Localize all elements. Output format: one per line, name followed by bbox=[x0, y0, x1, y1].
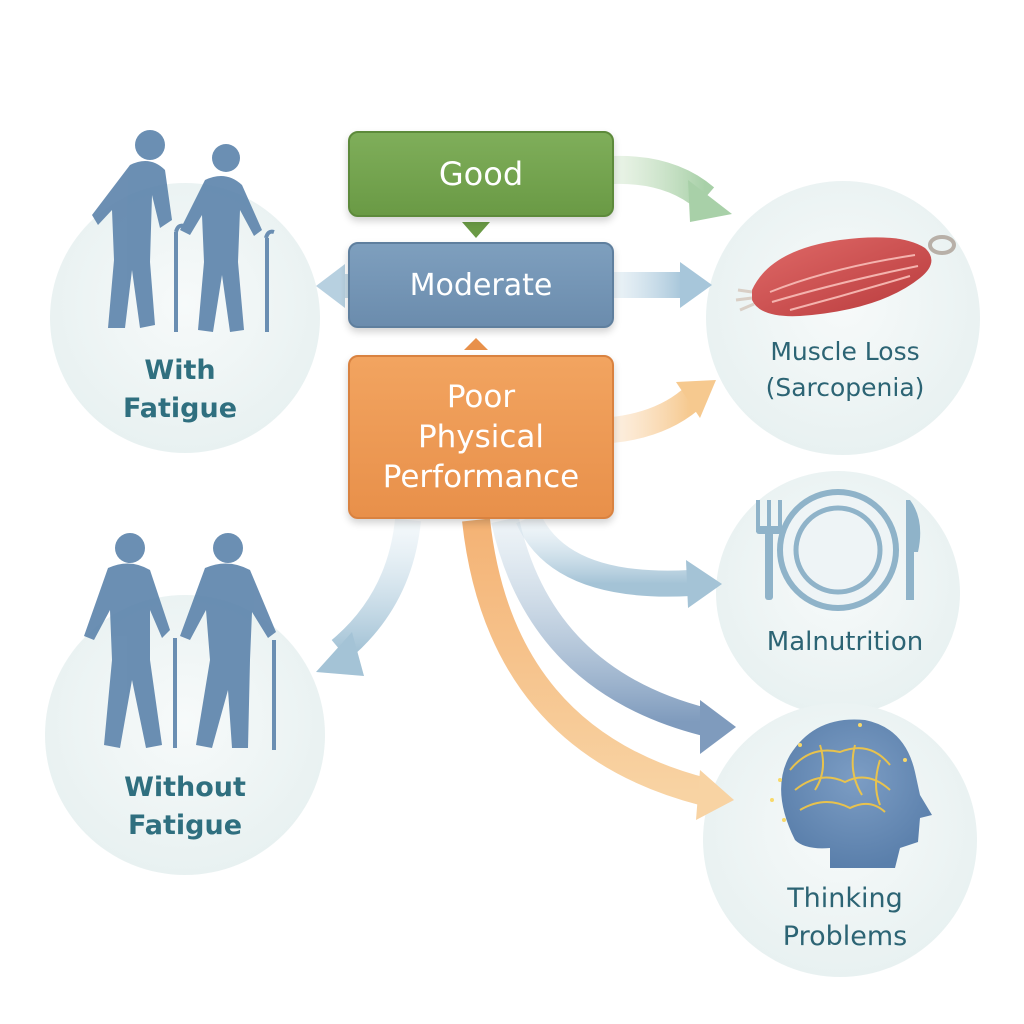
arrow-good-to-muscle bbox=[611, 155, 732, 222]
thinking-problems-label: Thinking Problems bbox=[782, 883, 908, 952]
brain-head-icon bbox=[770, 719, 932, 868]
arrow-poor-to-thinking-blue bbox=[491, 516, 736, 754]
connector-arrow-good-moderate bbox=[462, 222, 490, 238]
elderly-people-with-canes-icon bbox=[92, 130, 275, 332]
arrow-moderate-to-with-fatigue bbox=[316, 264, 348, 308]
elderly-people-walking-icon bbox=[84, 533, 276, 750]
muscle-loss-circle bbox=[706, 181, 980, 455]
poor-level-label: Poor Physical Performance bbox=[382, 379, 580, 495]
connector-arrow-moderate-poor bbox=[464, 338, 488, 350]
plate-fork-knife-icon bbox=[756, 489, 921, 611]
malnutrition-label: Malnutrition bbox=[766, 627, 924, 657]
without-fatigue-label: Without Fatigue bbox=[124, 772, 246, 841]
arrow-poor-to-malnutrition bbox=[516, 512, 722, 608]
muscle-icon bbox=[735, 235, 956, 317]
moderate-level-box: Moderate bbox=[348, 242, 614, 328]
arrow-poor-to-thinking-orange bbox=[462, 518, 734, 820]
muscle-loss-label: Muscle Loss (Sarcopenia) bbox=[765, 337, 925, 402]
good-level-box: Good bbox=[348, 131, 614, 217]
with-fatigue-label: With Fatigue bbox=[122, 355, 238, 424]
good-level-label: Good bbox=[438, 155, 524, 193]
arrow-poor-to-muscle bbox=[610, 380, 716, 443]
arrow-poor-to-without-fatigue bbox=[316, 518, 421, 676]
moderate-level-label: Moderate bbox=[409, 267, 553, 303]
arrow-moderate-to-muscle bbox=[612, 262, 712, 308]
poor-level-box: Poor Physical Performance bbox=[348, 355, 614, 519]
